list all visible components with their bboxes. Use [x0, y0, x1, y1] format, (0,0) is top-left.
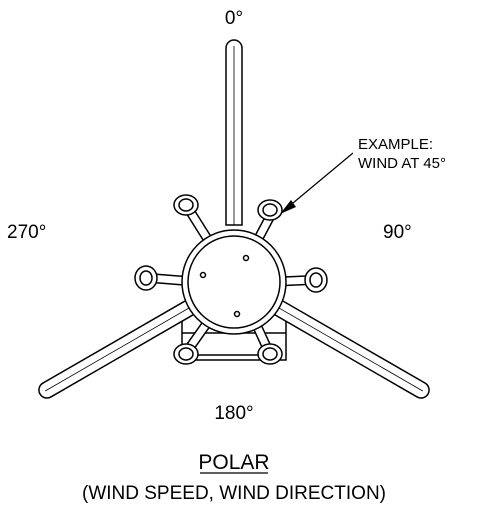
label-north: 0° — [225, 8, 243, 29]
example-arrow — [280, 152, 354, 214]
rod-north — [225, 39, 243, 226]
label-west: 270° — [7, 222, 46, 243]
label-east: 90° — [383, 222, 412, 243]
example-label: EXAMPLE: — [358, 136, 433, 153]
transducer-lower-left — [173, 343, 199, 365]
hub-screw — [233, 310, 241, 318]
sensor-assembly — [38, 39, 430, 399]
transducer-upper-left — [173, 194, 199, 216]
caption-title: POLAR — [198, 451, 269, 474]
example-wind-label: WIND AT 45° — [358, 155, 446, 172]
transducer-upper-right — [257, 199, 283, 221]
transducer-right — [304, 267, 328, 293]
caption-subtitle: (WIND SPEED, WIND DIRECTION) — [82, 483, 386, 504]
transducer-left — [134, 265, 158, 291]
center-hub — [181, 229, 287, 335]
transducer-lower-right — [257, 343, 283, 365]
hub-screw — [242, 254, 250, 262]
hub-screw — [199, 271, 207, 279]
label-south: 180° — [214, 403, 253, 424]
